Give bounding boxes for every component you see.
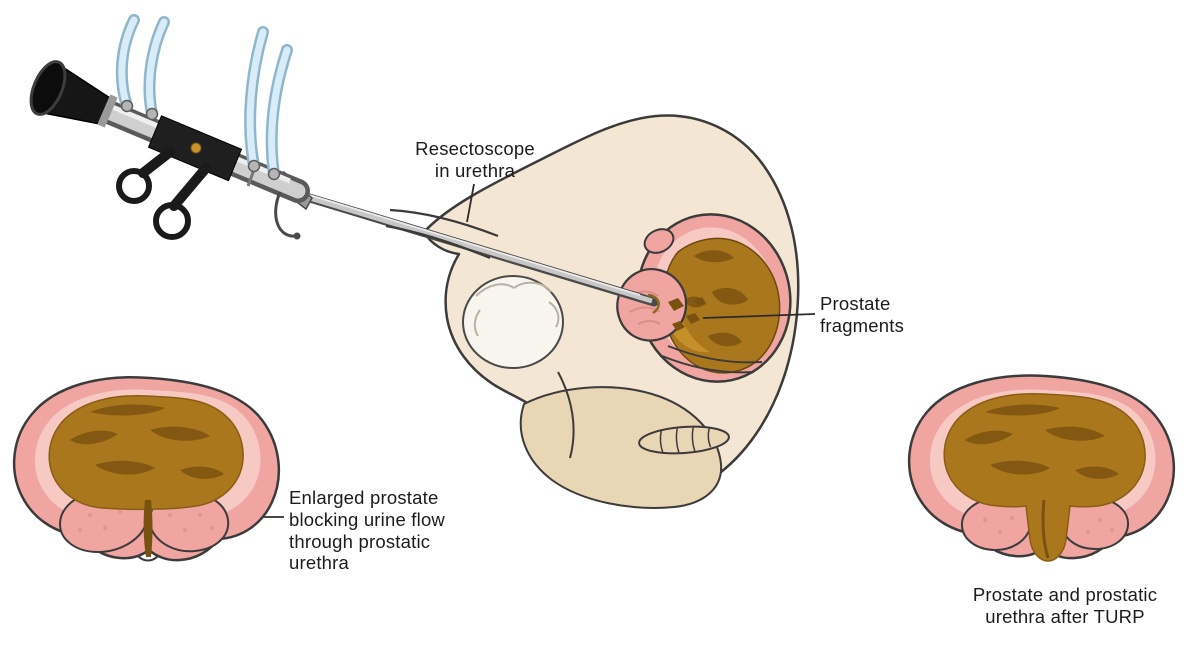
blocked-urethra-channel [143,500,153,557]
cutting-loop [647,293,660,315]
body-outline [422,114,800,503]
pelvis-cross-section [422,114,800,509]
irrigation-tubes [115,14,293,181]
bladder-prostate-complex [616,213,792,383]
enlarged-cavity-texture [70,404,224,479]
eyepiece-collar [97,94,118,128]
handle-arms [138,147,211,211]
after-turp-lobes [960,496,1130,552]
prostate-fragment-chips [668,297,706,331]
resectoscope-instrument [29,14,660,315]
lobe-stipple [77,509,215,533]
rectum [638,425,730,455]
pubic-bone [462,275,564,369]
label-after-turp: Prostate and prostatic urethra after TUR… [930,584,1200,628]
eyepiece-rim [29,60,67,116]
urethra-lines [661,345,763,374]
label-line: Prostate [820,293,891,314]
label-line: urethra after TURP [985,605,1145,627]
label-line: Resectoscope [415,138,535,159]
handle-ring-upper [116,168,152,204]
label-line: urethra [289,552,350,574]
figure-enlarged-prostate [12,376,281,562]
after-turp-cavity-texture [965,404,1119,479]
urethral-entry-sheath [385,208,499,260]
cable-wire [274,191,297,238]
label-line: fragments [820,314,905,336]
label-prostate-fragments: Prostate fragments [820,293,980,337]
label-line: Enlarged prostate [289,487,439,508]
label-line: Prostate and prostatic [972,584,1158,605]
figure-after-turp [907,374,1176,562]
channel-outlet [137,555,159,562]
grip-screw [190,142,202,154]
label-resectoscope-in-urethra: Resectoscope in urethra [375,138,575,182]
handle-ring-lower [153,202,191,240]
resected-channel-shading [1041,499,1050,559]
cavity-texture [684,250,748,347]
label-line: through prostatic [289,530,431,552]
thigh-shadow [519,386,723,509]
label-enlarged-prostate: Enlarged prostate blocking urine flow th… [289,487,509,574]
label-line: blocking urine flow [289,508,445,530]
bladder-neck [643,228,675,254]
scope-shaft-highlight [305,193,641,296]
leader-fragments [702,313,816,319]
scope-shaft-metal [302,193,653,304]
lobe-stipple [982,515,1115,535]
cable-tip [293,232,301,240]
label-line: in urethra [434,159,516,181]
leader-resectoscope [466,183,475,223]
perineum-crease-line [557,371,575,459]
